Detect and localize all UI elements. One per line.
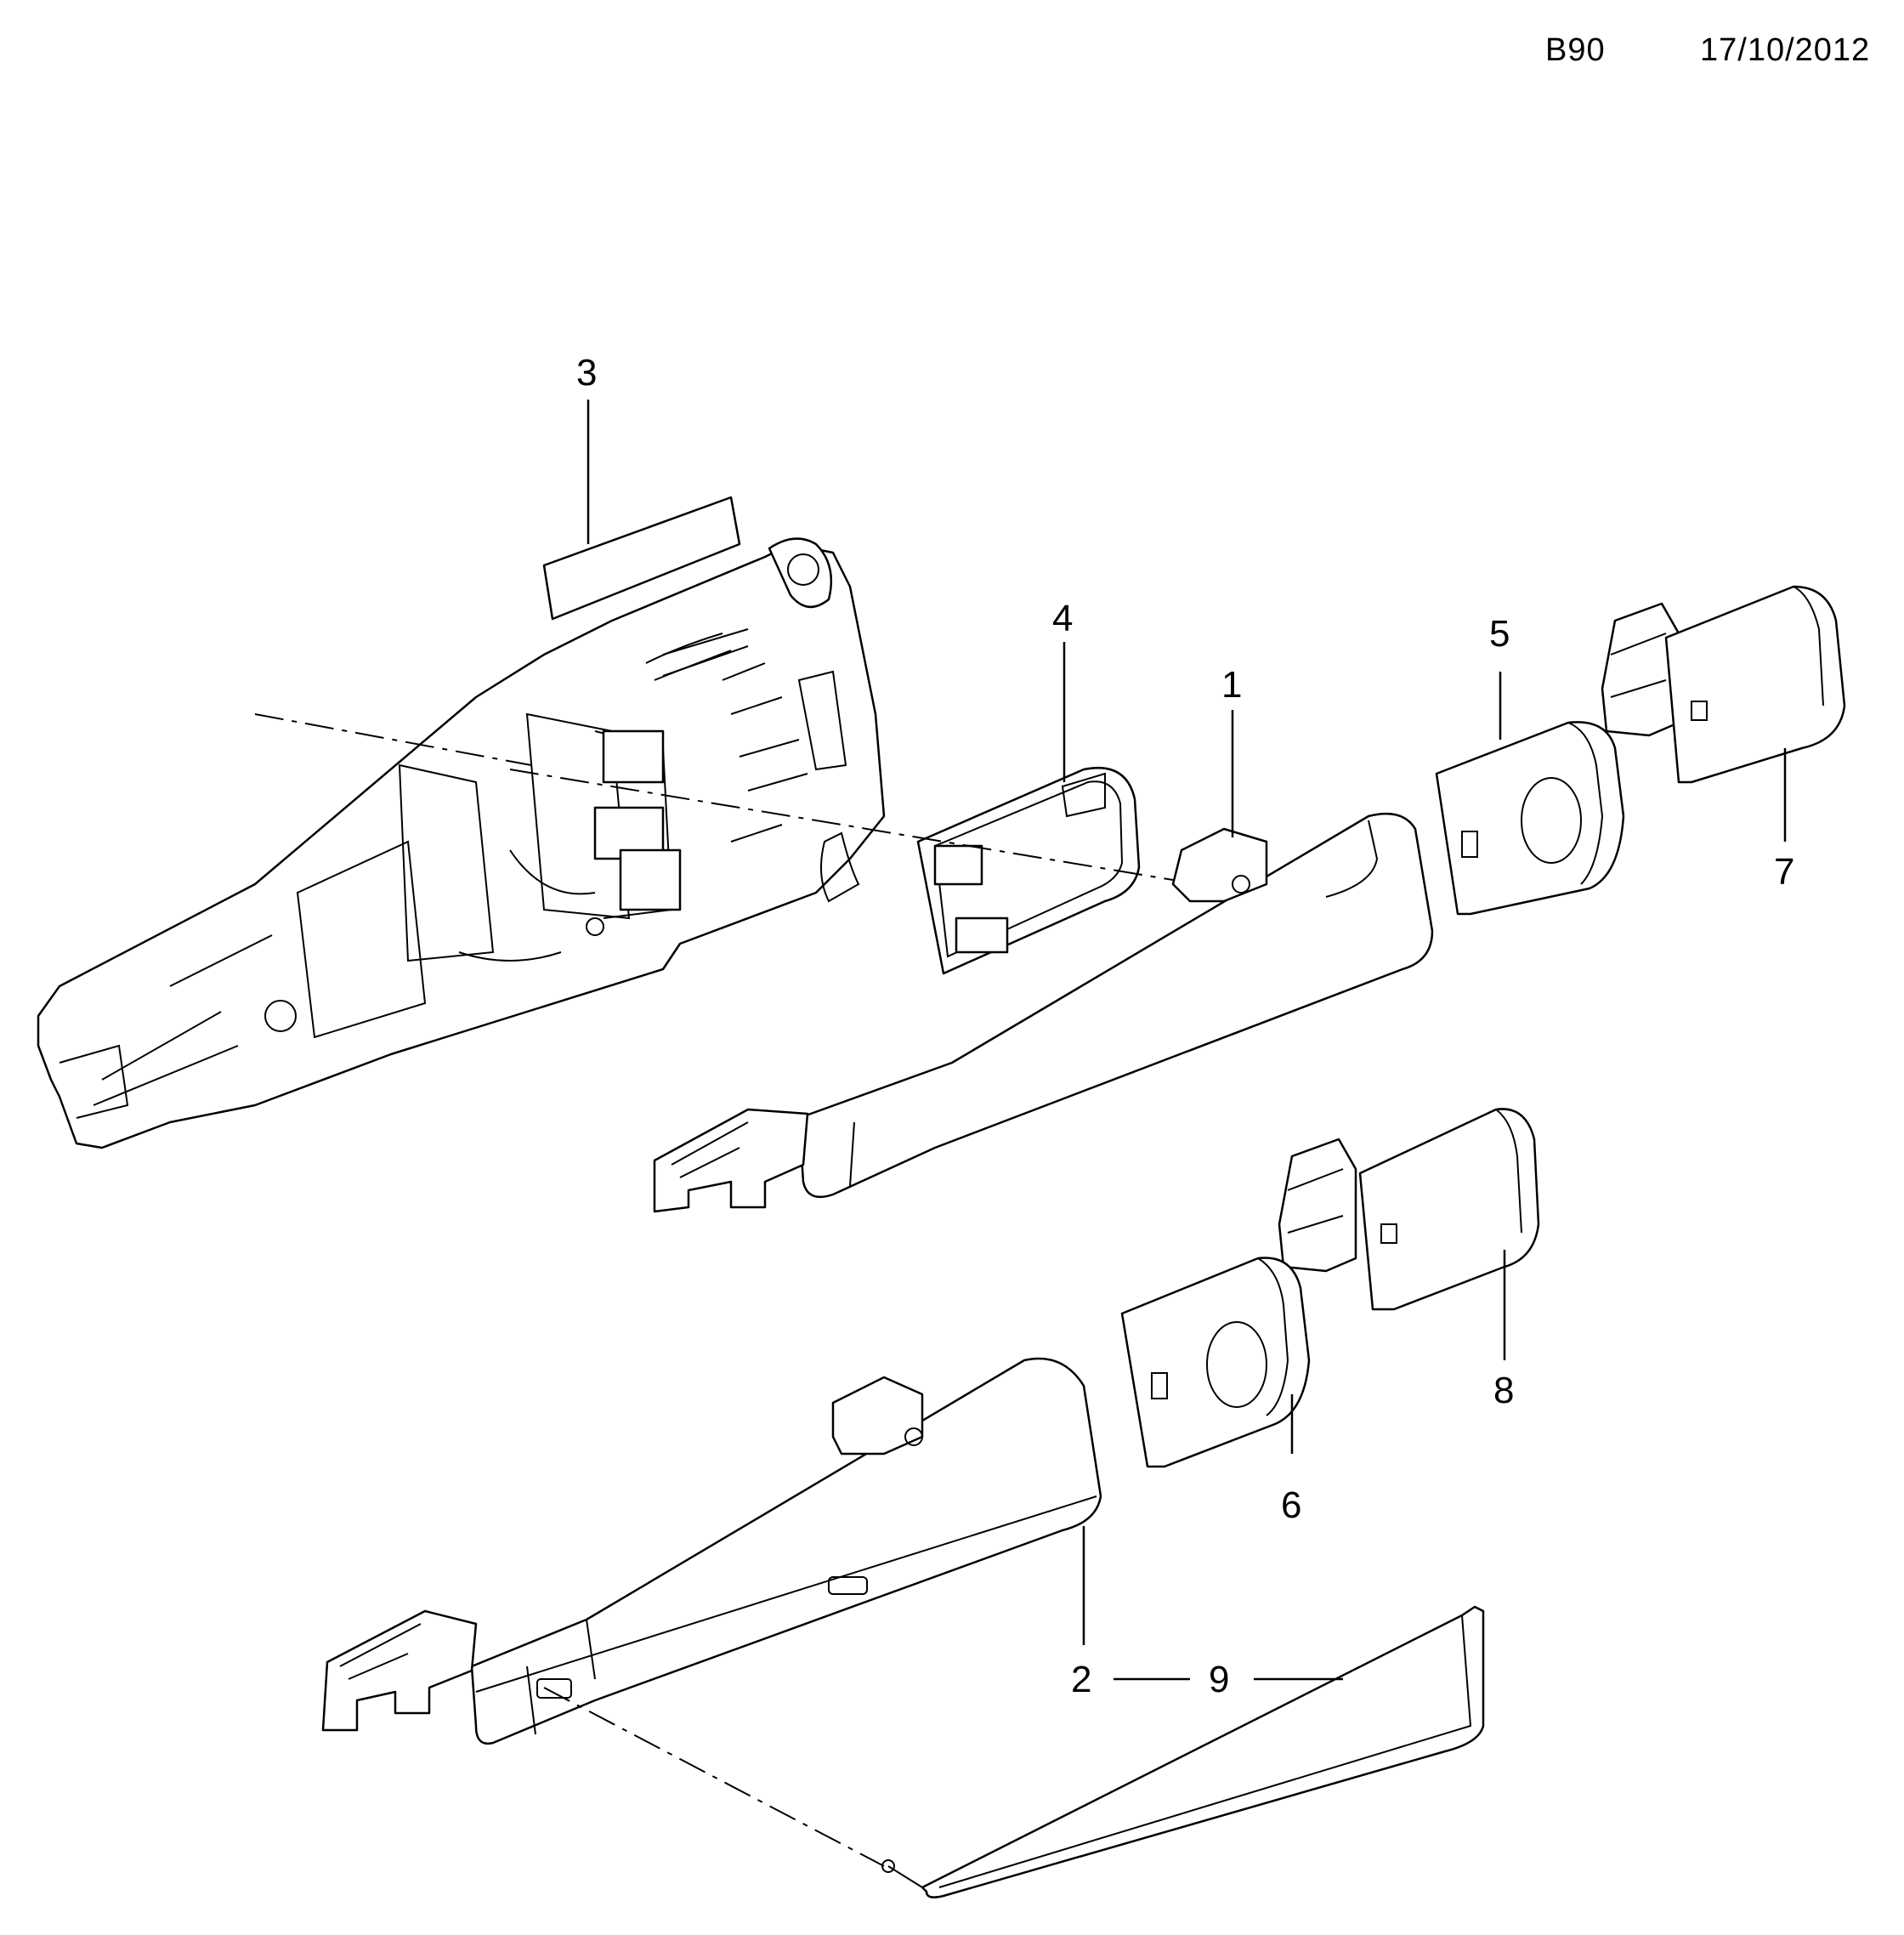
part-8-lock-insert <box>1278 1108 1540 1311</box>
callout-7: 7 <box>1774 851 1794 893</box>
part-5-lock-cap <box>1435 721 1625 916</box>
part-4-gasket <box>916 766 1141 975</box>
alignment-line <box>509 769 1174 881</box>
callout-6: 6 <box>1281 1484 1301 1526</box>
alignment-line <box>543 1687 885 1867</box>
part-2-handle <box>321 1357 1102 1745</box>
part-7-lock-insert <box>1601 585 1846 784</box>
part-1-handle <box>653 812 1434 1213</box>
callout-8: 8 <box>1493 1370 1514 1411</box>
diagram-code: B90 <box>1545 32 1606 68</box>
callout-4: 4 <box>1052 598 1073 639</box>
alignment-line <box>254 713 532 766</box>
part-3-handle-carrier <box>37 496 886 1149</box>
part-6-lock-cap <box>1120 1257 1311 1468</box>
callout-2: 2 <box>1071 1659 1091 1700</box>
diagram-date: 17/10/2012 <box>1700 32 1871 68</box>
callout-9: 9 <box>1209 1659 1229 1700</box>
callout-1: 1 <box>1221 664 1242 706</box>
callout-3: 3 <box>576 352 597 394</box>
callout-5: 5 <box>1489 613 1510 655</box>
part-9-trim-strip <box>881 1605 1485 1898</box>
